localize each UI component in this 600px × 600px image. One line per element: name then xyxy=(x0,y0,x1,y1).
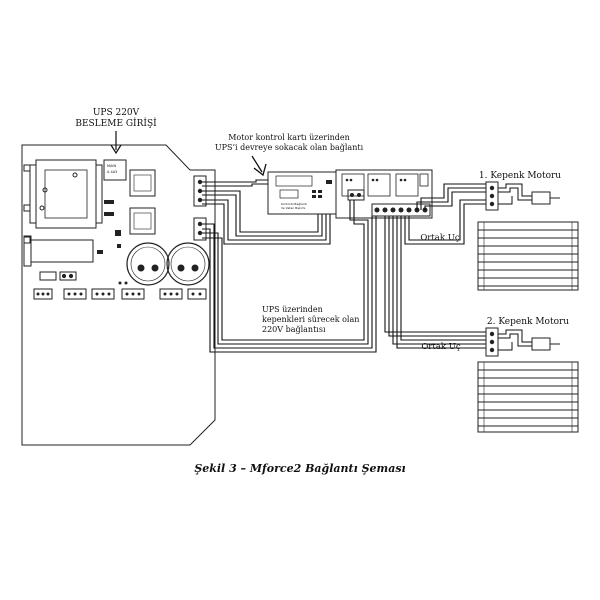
motor1-label: 1. Kepenk Motoru xyxy=(479,171,561,181)
fuse-label-1: MAIN xyxy=(107,164,116,168)
cable-board-to-motor1 xyxy=(404,183,486,245)
small-components xyxy=(97,200,121,254)
side-rail xyxy=(23,235,94,267)
ups-supply-label-line2: BESLEME GİRİŞİ xyxy=(75,117,157,129)
motor2-wiring-loop xyxy=(498,329,532,351)
common-terminal-label-2: Ortak Uç xyxy=(421,342,461,352)
motor2-shaft xyxy=(531,337,560,351)
ups-supply-arrow xyxy=(110,131,122,155)
ups-shutter-label-line1: UPS üzerinden xyxy=(262,305,323,314)
capacitor-right xyxy=(166,242,210,286)
motor1-shaft xyxy=(531,191,560,205)
common-terminal-label-1: Ortak Uç xyxy=(420,233,460,243)
relay-upper xyxy=(129,169,156,197)
motor-card-label-line1: Motor kontrol kartı üzerinden xyxy=(228,133,350,142)
motor1-wiring-loop xyxy=(498,183,532,205)
motor2-label: 2. Kepenk Motoru xyxy=(487,317,569,327)
connector-row-top xyxy=(39,271,77,281)
relay-lower xyxy=(129,207,156,235)
motor1-terminal xyxy=(485,181,499,211)
shutter-1 xyxy=(477,221,579,291)
shutter-2 xyxy=(477,361,579,433)
cable-board-to-motor2 xyxy=(384,216,486,349)
terminal-dots-row xyxy=(118,281,128,285)
card-label-1: Kontrolü Bağlantı xyxy=(281,202,307,206)
card-label-2: Ve Vatan Bakımı xyxy=(281,206,306,210)
capacitor-left xyxy=(126,242,170,286)
motor2-terminal xyxy=(485,327,499,357)
figure-caption: Şekil 3 – Mforce2 Bağlantı Şeması xyxy=(194,462,405,475)
terminal-row-bottom xyxy=(33,288,207,300)
ups-shutter-label-line2: kepenkleri sürecek olan xyxy=(262,315,359,324)
motor-card-arrow xyxy=(251,155,267,177)
transformer xyxy=(29,159,103,229)
fuse-label-2: A 4A3 xyxy=(107,170,117,174)
relay-board xyxy=(335,169,433,219)
ups-panel xyxy=(21,144,216,446)
motor-control-card: Kontrolü Bağlantı Ve Vatan Bakımı xyxy=(267,171,337,215)
card-input-terminal xyxy=(347,189,365,201)
cable-ups-to-shutters xyxy=(202,200,377,353)
fuse-holder: MAIN A 4A3 xyxy=(103,159,127,181)
motor-card-label-line2: UPS’i devreye sokacak olan bağlantı xyxy=(215,143,364,152)
ups-supply-label-line1: UPS 220V xyxy=(93,108,140,118)
cable-ups-to-card xyxy=(202,179,331,245)
ups-shutter-label-line3: 220V bağlantısı xyxy=(262,325,326,334)
